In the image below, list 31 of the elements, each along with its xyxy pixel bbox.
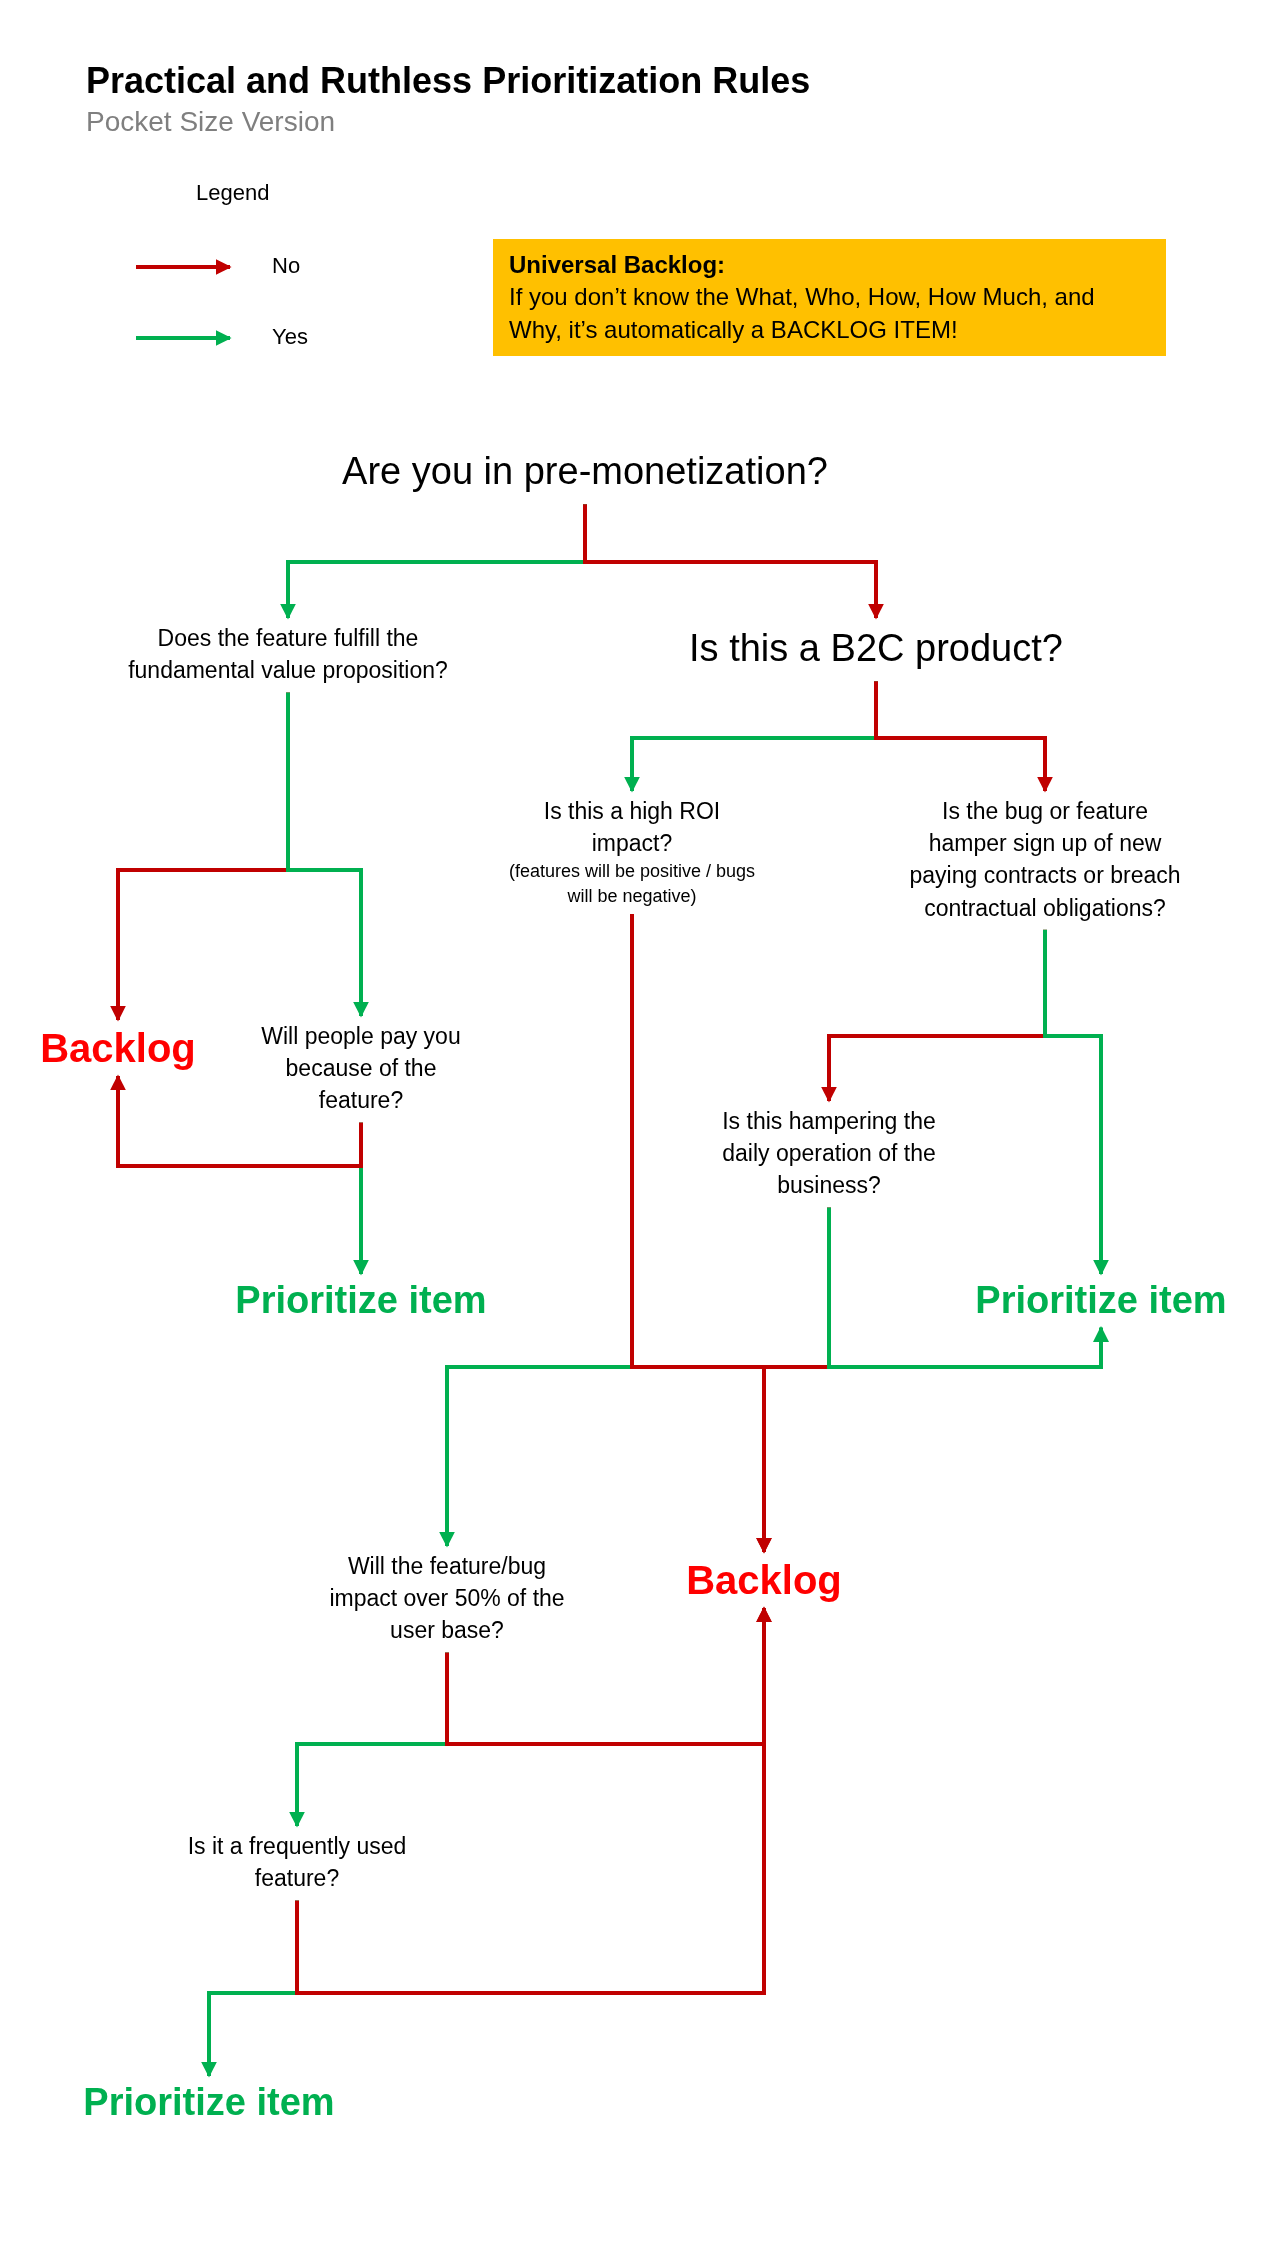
question-text: Is this hampering the daily operation of the business? [704, 1105, 954, 1202]
flow-arrow [295, 1606, 772, 1995]
flow-arrow [1043, 929, 1109, 1276]
outcome-label: Backlog [664, 1556, 864, 1604]
outcome-label: Prioritize item [941, 1278, 1261, 1324]
note-heading: Universal Backlog: [509, 250, 727, 280]
question-text: Is the bug or feature hamper sign up of new paying contracts or breach contractual obligations? [907, 795, 1183, 924]
legend-heading: Legend [196, 180, 270, 206]
outcome-label: Backlog [33, 1024, 203, 1072]
question-text: Is it a frequently used feature? [147, 1830, 447, 1895]
question-text: Is this a high ROI impact? [542, 797, 722, 859]
question-text: Does the feature fulfill the fundamental value proposition? [128, 622, 448, 687]
flow-arrow [286, 692, 369, 1018]
question-text: Will people pay you because of the feature? [241, 1020, 481, 1117]
note-text: If you don’t know the What, Who, How, How Much, and Why, it’s automatically a BACKLOG ITEM! [509, 282, 1096, 345]
outcome-label: Prioritize item [191, 1278, 531, 1324]
note-text: (features will be positive / bugs will be negative) [507, 860, 757, 908]
title: Practical and Ruthless Prioritization Rules [86, 60, 811, 102]
question-text: Will the feature/bug impact over 50% of the user base? [317, 1550, 577, 1647]
flow-arrow [583, 504, 884, 620]
legend-text: No [272, 253, 301, 279]
legend-text: Yes [272, 324, 308, 350]
question-text: Is this a B2C product? [636, 622, 1116, 676]
flow-arrow [630, 913, 772, 1554]
flow-arrow [827, 1207, 1109, 1369]
note-box [493, 239, 1166, 357]
outcome-label: Prioritize item [44, 2080, 374, 2126]
subtitle: Pocket Size Version [86, 106, 336, 138]
flow-arrow [874, 681, 1053, 793]
question-text: Are you in pre-monetization? [275, 445, 895, 499]
flow-arrow [110, 1074, 363, 1168]
